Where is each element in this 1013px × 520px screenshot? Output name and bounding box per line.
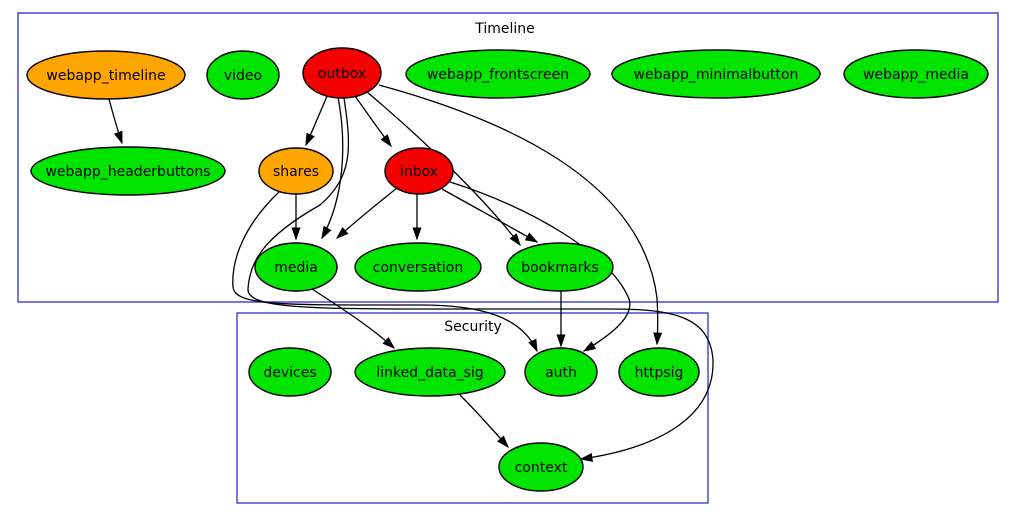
- node-bookmarks: bookmarks: [506, 242, 614, 292]
- node-context: context: [498, 442, 584, 492]
- node-webapp_headerbuttons-label: webapp_headerbuttons: [45, 164, 210, 180]
- node-webapp_media-label: webapp_media: [863, 67, 969, 83]
- edge-inbox-auth: [449, 181, 631, 352]
- node-media: media: [254, 242, 338, 292]
- node-webapp_frontscreen-label: webapp_frontscreen: [427, 67, 569, 83]
- node-context-label: context: [515, 460, 568, 476]
- edge-inbox-media: [335, 187, 398, 240]
- node-linked_data_sig: linked_data_sig: [354, 347, 506, 397]
- edge-media-linked_data_sig: [311, 288, 396, 350]
- node-inbox-label: inbox: [400, 164, 438, 180]
- node-webapp_minimalbutton-label: webapp_minimalbutton: [634, 67, 799, 83]
- cluster-security-border: [236, 312, 709, 504]
- node-outbox-shape: [302, 47, 382, 99]
- node-webapp_minimalbutton: webapp_minimalbutton: [611, 49, 821, 99]
- node-webapp_media: webapp_media: [843, 49, 989, 99]
- node-media-shape: [254, 242, 338, 292]
- node-auth: auth: [524, 347, 598, 397]
- node-context-shape: [498, 442, 584, 492]
- node-webapp_timeline-shape: [26, 50, 186, 100]
- node-video-shape: [206, 50, 280, 100]
- edge-outbox-shares: [305, 95, 328, 147]
- node-outbox-label: outbox: [318, 66, 366, 82]
- node-linked_data_sig-label: linked_data_sig: [376, 365, 483, 381]
- node-devices-shape: [248, 347, 332, 397]
- node-webapp_minimalbutton-shape: [611, 49, 821, 99]
- node-webapp_headerbuttons: webapp_headerbuttons: [30, 146, 226, 196]
- node-bookmarks-label: bookmarks: [521, 260, 599, 276]
- node-conversation-shape: [354, 242, 482, 292]
- node-inbox-shape: [384, 147, 454, 195]
- node-webapp_frontscreen: webapp_frontscreen: [405, 49, 591, 99]
- node-webapp_frontscreen-shape: [405, 49, 591, 99]
- node-httpsig-label: httpsig: [635, 365, 684, 381]
- node-webapp_timeline-label: webapp_timeline: [46, 68, 165, 84]
- edge-outbox-inbox: [354, 95, 392, 148]
- node-shares: shares: [258, 147, 334, 195]
- node-conversation-label: conversation: [373, 260, 463, 276]
- node-devices-label: devices: [263, 365, 316, 381]
- node-shares-label: shares: [273, 164, 319, 180]
- node-inbox: inbox: [384, 147, 454, 195]
- node-webapp_media-shape: [843, 49, 989, 99]
- cluster-timeline-label: Timeline: [474, 21, 535, 37]
- node-auth-shape: [524, 347, 598, 397]
- edge-layer: [108, 84, 714, 462]
- node-bookmarks-shape: [506, 242, 614, 292]
- node-httpsig: httpsig: [618, 347, 700, 397]
- node-conversation: conversation: [354, 242, 482, 292]
- edge-outbox-bookmarks: [366, 91, 521, 247]
- node-devices: devices: [248, 347, 332, 397]
- node-webapp_headerbuttons-shape: [30, 146, 226, 196]
- node-outbox: outbox: [302, 47, 382, 99]
- node-shares-shape: [258, 147, 334, 195]
- node-httpsig-shape: [618, 347, 700, 397]
- node-video: video: [206, 50, 280, 100]
- edge-shares-auth: [232, 190, 538, 353]
- node-webapp_timeline: webapp_timeline: [26, 50, 186, 100]
- node-video-label: video: [224, 68, 262, 84]
- edge-inbox-bookmarks: [441, 188, 539, 243]
- edge-linked_data_sig-context: [459, 394, 509, 449]
- edge-outbox-context: [247, 97, 714, 462]
- node-media-label: media: [274, 260, 318, 276]
- node-linked_data_sig-shape: [354, 347, 506, 397]
- edge-outbox-media: [321, 96, 344, 240]
- cluster-security-label: Security: [444, 319, 502, 335]
- edge-outbox-httpsig: [378, 84, 663, 346]
- edge-webapp_timeline-webapp_headerbuttons: [108, 98, 123, 145]
- cluster-timeline-border: [17, 12, 999, 303]
- node-auth-label: auth: [545, 365, 577, 381]
